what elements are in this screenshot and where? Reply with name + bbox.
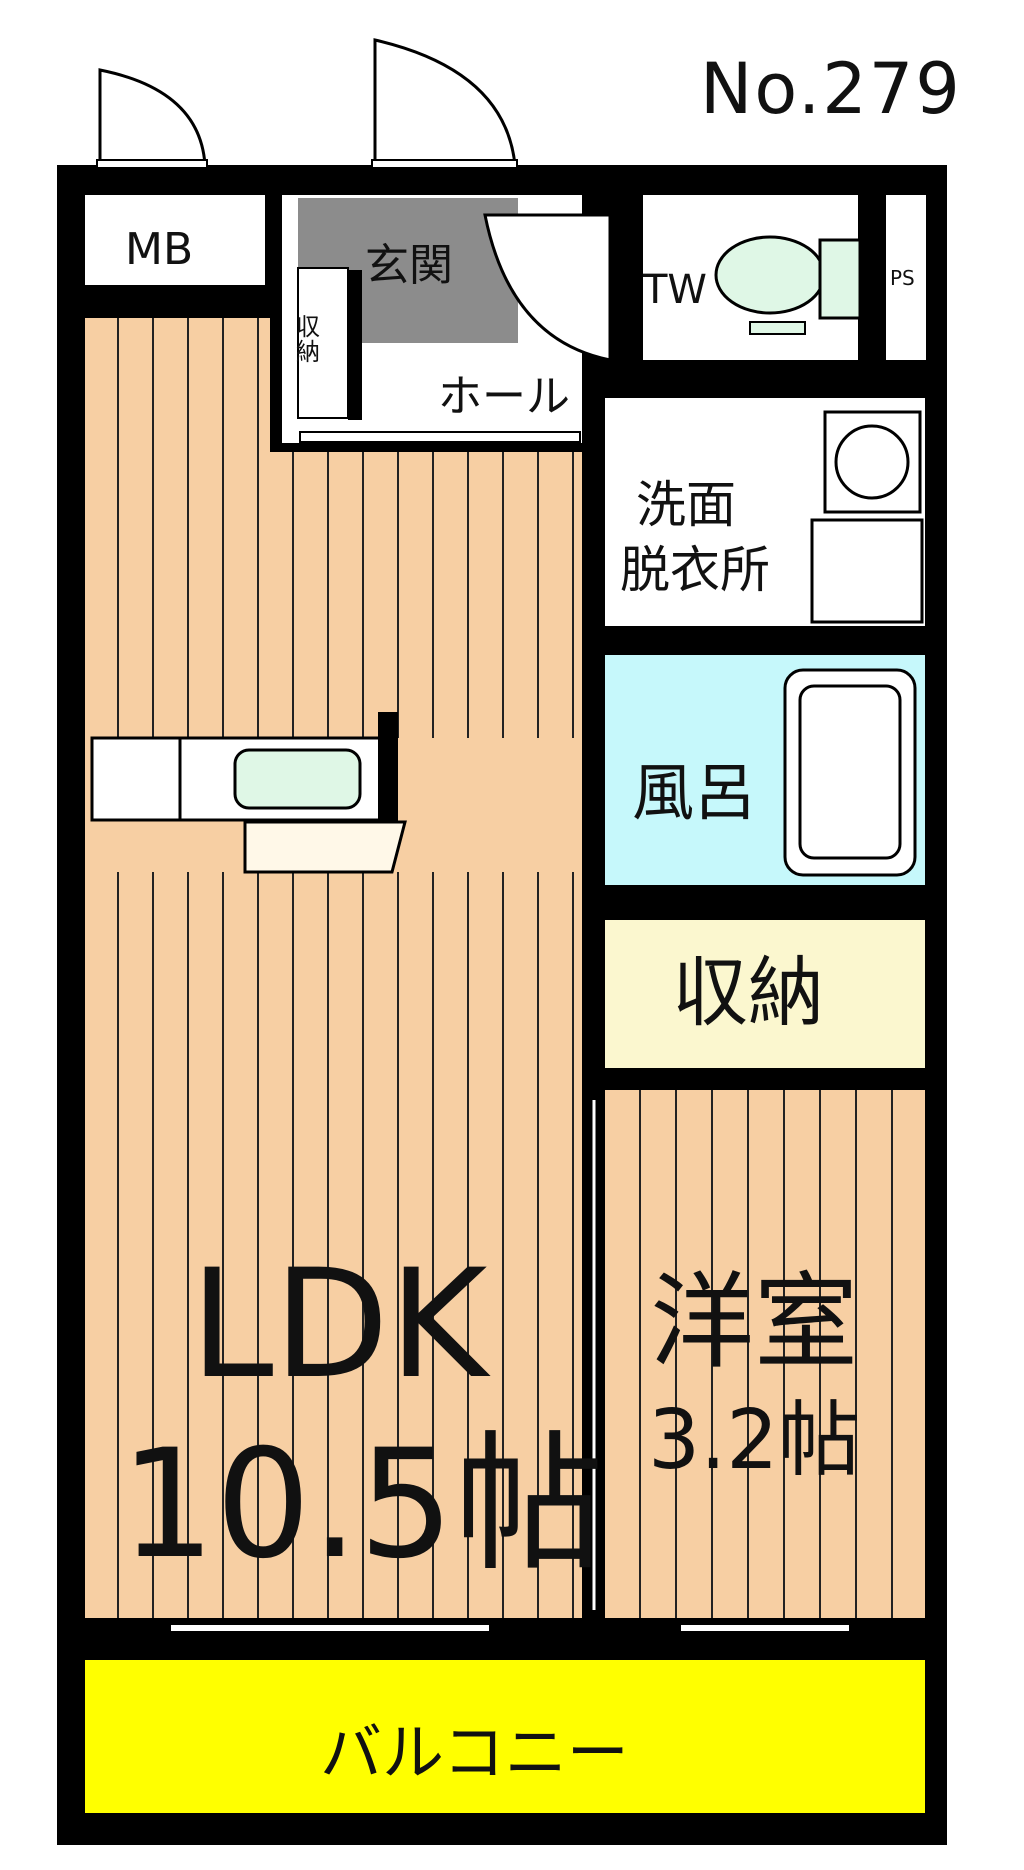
ldk-window — [169, 1623, 491, 1633]
hall-label: ホール — [438, 371, 570, 422]
washing-machine — [810, 518, 924, 624]
ldk-label: LDK — [190, 1238, 488, 1412]
western-room-label: 洋室 — [650, 1261, 859, 1383]
storage-label: 収納 — [672, 948, 824, 1037]
entry-door-leaf — [371, 159, 518, 169]
kitchen-hood — [243, 820, 407, 874]
genkan-label: 玄関 — [365, 240, 453, 291]
balcony-label: バルコニー — [320, 1716, 629, 1789]
washroom-label-line2: 脱衣所 — [620, 541, 770, 599]
western-room — [605, 1090, 925, 1618]
toilet-label: TW — [643, 267, 707, 313]
ps-label: PS — [890, 266, 915, 290]
wash-basin-bowl — [834, 424, 910, 500]
mb-door-leaf — [96, 159, 208, 169]
balcony — [85, 1660, 925, 1813]
kitchen-sink — [233, 748, 362, 810]
washroom-label-line1: 洗面 — [636, 476, 736, 534]
toilet-bowl — [714, 235, 826, 315]
ldk-floor-lines — [117, 318, 574, 1618]
shoe-storage-door-2 — [348, 270, 362, 420]
mb-label: MB — [125, 224, 194, 275]
western-floor-lines — [639, 1090, 893, 1618]
toilet-mat — [749, 321, 806, 335]
ldk-room — [85, 318, 582, 1618]
bathtub-inner — [798, 684, 902, 860]
bath-label: 風呂 — [632, 756, 757, 829]
shoe-storage-2 — [297, 267, 349, 419]
hall-threshold-2 — [299, 431, 581, 443]
western-room-size-label: 3.2帖 — [648, 1393, 861, 1488]
western-window — [679, 1623, 851, 1633]
mb-room — [85, 195, 265, 285]
entry-door — [373, 38, 517, 166]
mb-door — [98, 68, 207, 166]
ps-shaft — [886, 195, 926, 360]
ldk-size-label: 10.5帖 — [120, 1418, 604, 1592]
plan-number: No.279 — [700, 48, 962, 130]
shoe-storage-label: 収納 — [296, 313, 320, 367]
entry-door-swing-2 — [483, 213, 612, 362]
toilet-tank — [818, 238, 862, 320]
kitchen-wall — [378, 712, 398, 822]
storage-room — [605, 920, 925, 1068]
